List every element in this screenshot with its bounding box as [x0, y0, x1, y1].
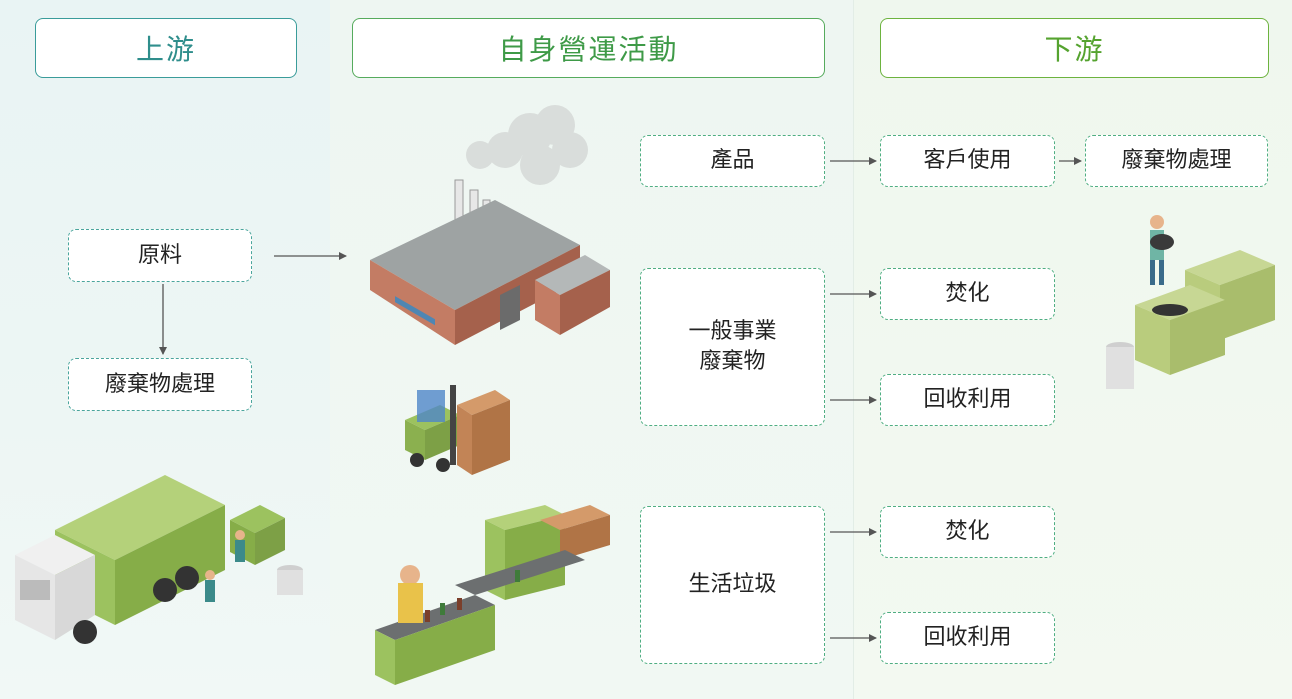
downstream-waste-treatment-node: 廢棄物處理 [1085, 135, 1268, 187]
raw-material-node: 原料 [68, 229, 252, 282]
domestic-waste-node: 生活垃圾 [640, 506, 825, 664]
upstream-waste-treatment-node: 廢棄物處理 [68, 358, 252, 411]
operations-header: 自身營運活動 [352, 18, 825, 78]
forklift-illustration [405, 385, 510, 475]
panel-divider [853, 0, 854, 699]
garbage-truck-illustration [15, 475, 303, 644]
downstream-header: 下游 [880, 18, 1269, 78]
product-node: 產品 [640, 135, 825, 187]
incineration-node-1: 焚化 [880, 268, 1055, 320]
upstream-header: 上游 [35, 18, 297, 78]
factory-illustration [370, 105, 610, 345]
sorting-line-illustration [375, 505, 610, 685]
recycling-node-1: 回收利用 [880, 374, 1055, 426]
customer-use-node: 客戶使用 [880, 135, 1055, 187]
incineration-node-2: 焚化 [880, 506, 1055, 558]
general-waste-label-line2: 廢棄物 [699, 349, 766, 374]
dumpster-illustration [1106, 215, 1275, 389]
general-industrial-waste-node: 一般事業 廢棄物 [640, 268, 825, 426]
general-waste-label-line1: 一般事業 [688, 319, 777, 345]
recycling-node-2: 回收利用 [880, 612, 1055, 664]
